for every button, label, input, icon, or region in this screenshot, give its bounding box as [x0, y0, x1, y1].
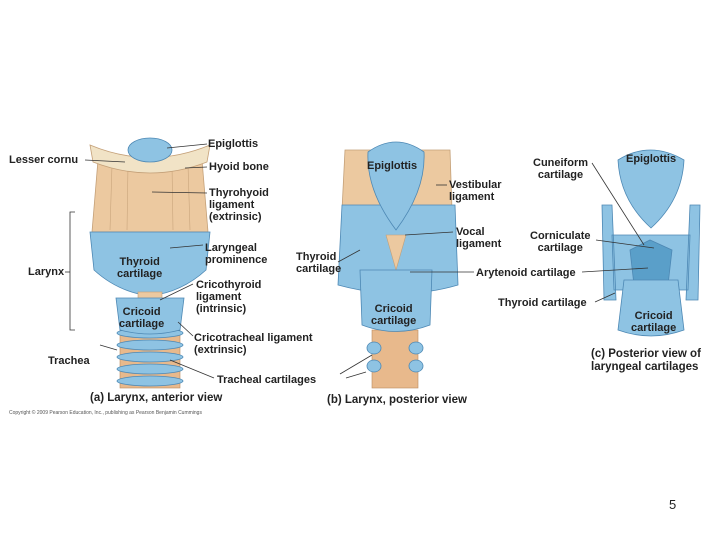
b-vocal-ligament: [385, 234, 407, 272]
c-cricoid-cartilage: [617, 279, 685, 337]
label-c-epiglottis: Epiglottis: [626, 153, 677, 165]
label-a-hyoid-bone: Hyoid bone: [209, 161, 269, 173]
label-b-cricoid-cartilage: Cricoid cartilage: [371, 303, 417, 327]
c-epiglottis: [617, 149, 685, 229]
label-c-cuneiform-cartilage: Cuneiform cartilage: [533, 157, 588, 181]
b-tracheal-rings: [366, 341, 424, 373]
label-c-corniculate-cartilage: Corniculate cartilage: [530, 230, 591, 254]
a-cricoid-cartilage: [115, 297, 185, 335]
b-trachea: [371, 329, 419, 389]
label-a-cricoid-cartilage: Cricoid cartilage: [119, 306, 165, 330]
label-b-thyroid-cartilage: Thyroid cartilage: [296, 251, 342, 275]
caption-a: (a) Larynx, anterior view: [90, 392, 223, 404]
c-arytenoid-cartilage: [629, 239, 673, 286]
label-a-cricothyroid-ligament: Cricothyroid ligament (intrinsic): [196, 279, 262, 315]
label-b-vestibular-ligament: Vestibular ligament: [449, 179, 502, 203]
label-a-cricotracheal-ligament: Cricotracheal ligament (extrinsic): [194, 332, 313, 356]
panel-a-illustration: [89, 137, 211, 389]
caption-b: (b) Larynx, posterior view: [327, 394, 467, 406]
label-a-epiglottis: Epiglottis: [208, 138, 259, 150]
label-a-lesser-cornu: Lesser cornu: [9, 154, 79, 166]
panel-b-illustration: [337, 141, 459, 389]
label-a-laryngeal-prominence: Laryngeal prominence: [205, 242, 268, 266]
label-c-cricoid-cartilage: Cricoid cartilage: [631, 310, 677, 334]
leader-lines: [65, 143, 655, 379]
a-tracheal-rings: [116, 327, 184, 387]
label-c-thyroid-cartilage: Thyroid cartilage: [498, 297, 587, 309]
label-a-tracheal-cartilages: Tracheal cartilages: [217, 374, 317, 386]
panel-c-illustration: [601, 149, 701, 337]
label-b-vocal-ligament: Vocal ligament: [456, 226, 502, 250]
a-epiglottis: [127, 137, 173, 163]
label-a-thyrohyoid-ligament: Thyrohyoid ligament (extrinsic): [209, 187, 269, 223]
caption-c: (c) Posterior view of laryngeal cartilag…: [591, 348, 701, 373]
label-a-thyroid-cartilage: Thyroid cartilage: [117, 256, 163, 280]
b-cricoid-cartilage: [359, 269, 433, 332]
label-a-trachea: Trachea: [48, 355, 90, 367]
b-epiglottis: [367, 141, 425, 231]
page-number: 5: [669, 497, 677, 512]
label-a-larynx: Larynx: [28, 266, 65, 278]
label-b-epiglottis: Epiglottis: [367, 160, 418, 172]
copyright-text: Copyright © 2009 Pearson Education, Inc.…: [9, 410, 202, 416]
label-c-arytenoid-cartilage: Arytenoid cartilage: [476, 267, 576, 279]
